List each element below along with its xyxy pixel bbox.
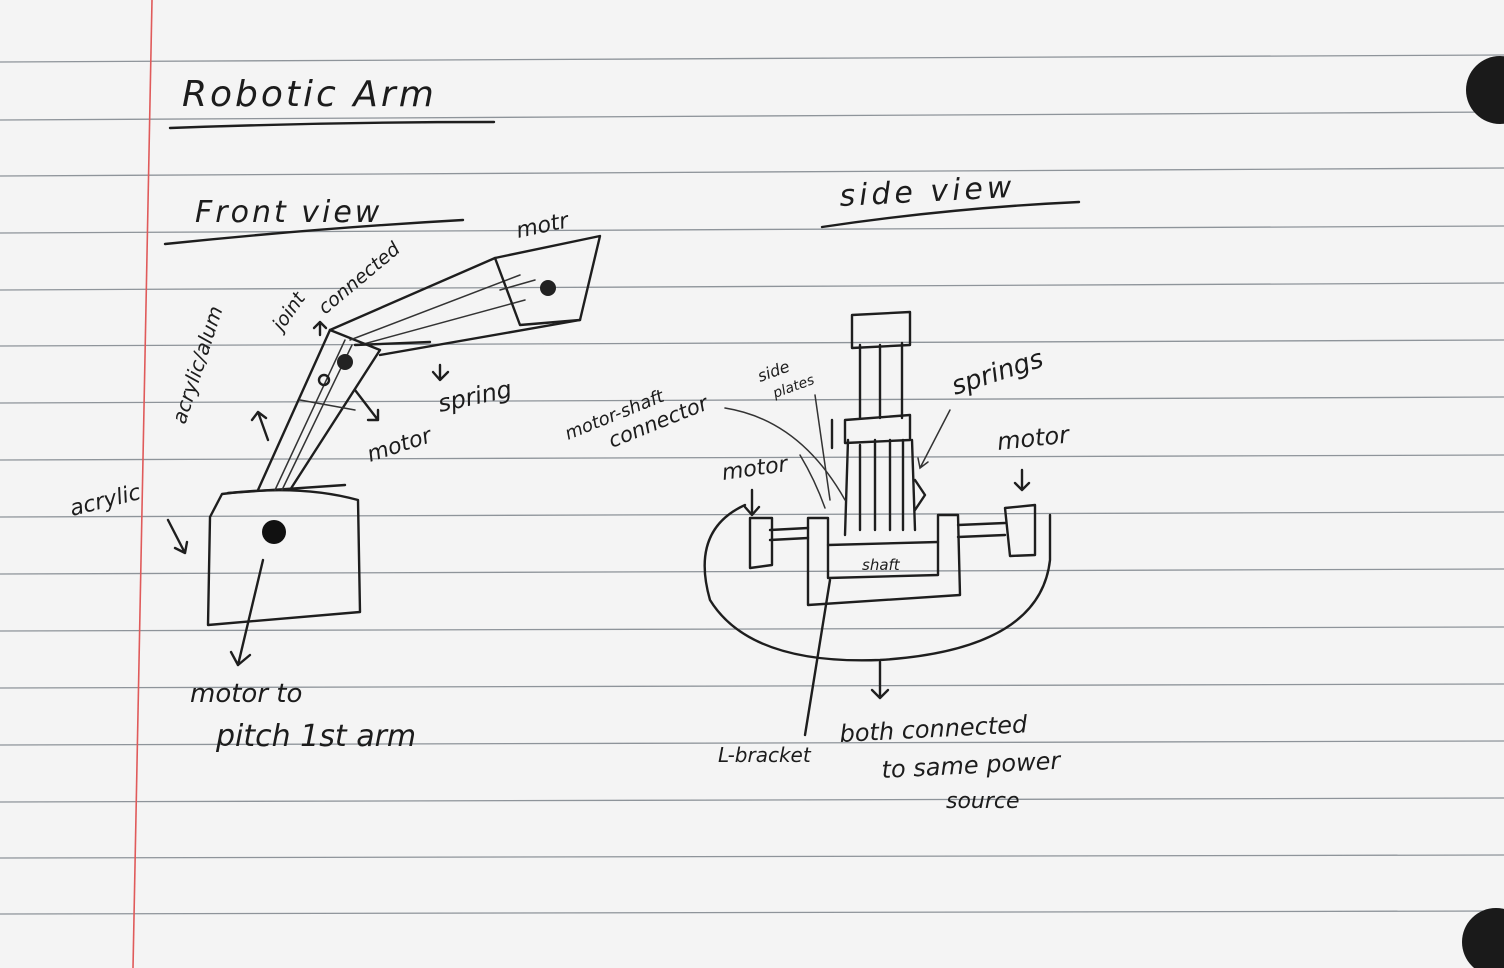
label-l-bracket: L-bracket xyxy=(718,743,812,767)
label-power-line2: to same power xyxy=(881,747,1063,784)
margin-line xyxy=(132,0,153,968)
side-view-underline xyxy=(820,200,1081,229)
title-underline xyxy=(168,120,496,130)
label-motor-left: motor xyxy=(720,452,791,486)
label-motor-pitch-line1: motor to xyxy=(190,679,302,709)
label-spring: spring xyxy=(435,375,514,418)
label-acrylic-alum: acrylic/alum xyxy=(167,303,228,427)
label-motor-right: motor xyxy=(996,420,1073,456)
binder-hole-bottom xyxy=(1462,908,1504,968)
front-view-heading: Front view xyxy=(195,195,382,230)
label-springs: springs xyxy=(948,344,1047,402)
page-title: Robotic Arm xyxy=(182,74,437,115)
front-view-underline xyxy=(163,218,465,246)
label-motor-top: motr xyxy=(514,208,573,244)
label-acrylic: acrylic xyxy=(67,480,143,522)
label-shaft: shaft xyxy=(862,556,901,574)
side-view-drawing xyxy=(703,310,1052,737)
ruled-lines xyxy=(0,54,1504,915)
label-motor: motor xyxy=(364,423,436,468)
label-connected: connected xyxy=(314,237,405,318)
label-motor-pitch-line2: pitch 1st arm xyxy=(215,719,416,754)
binder-hole-top xyxy=(1466,56,1504,124)
label-power-line3: source xyxy=(946,789,1020,814)
front-view-drawing xyxy=(166,234,602,667)
label-joint: joint xyxy=(266,287,311,337)
